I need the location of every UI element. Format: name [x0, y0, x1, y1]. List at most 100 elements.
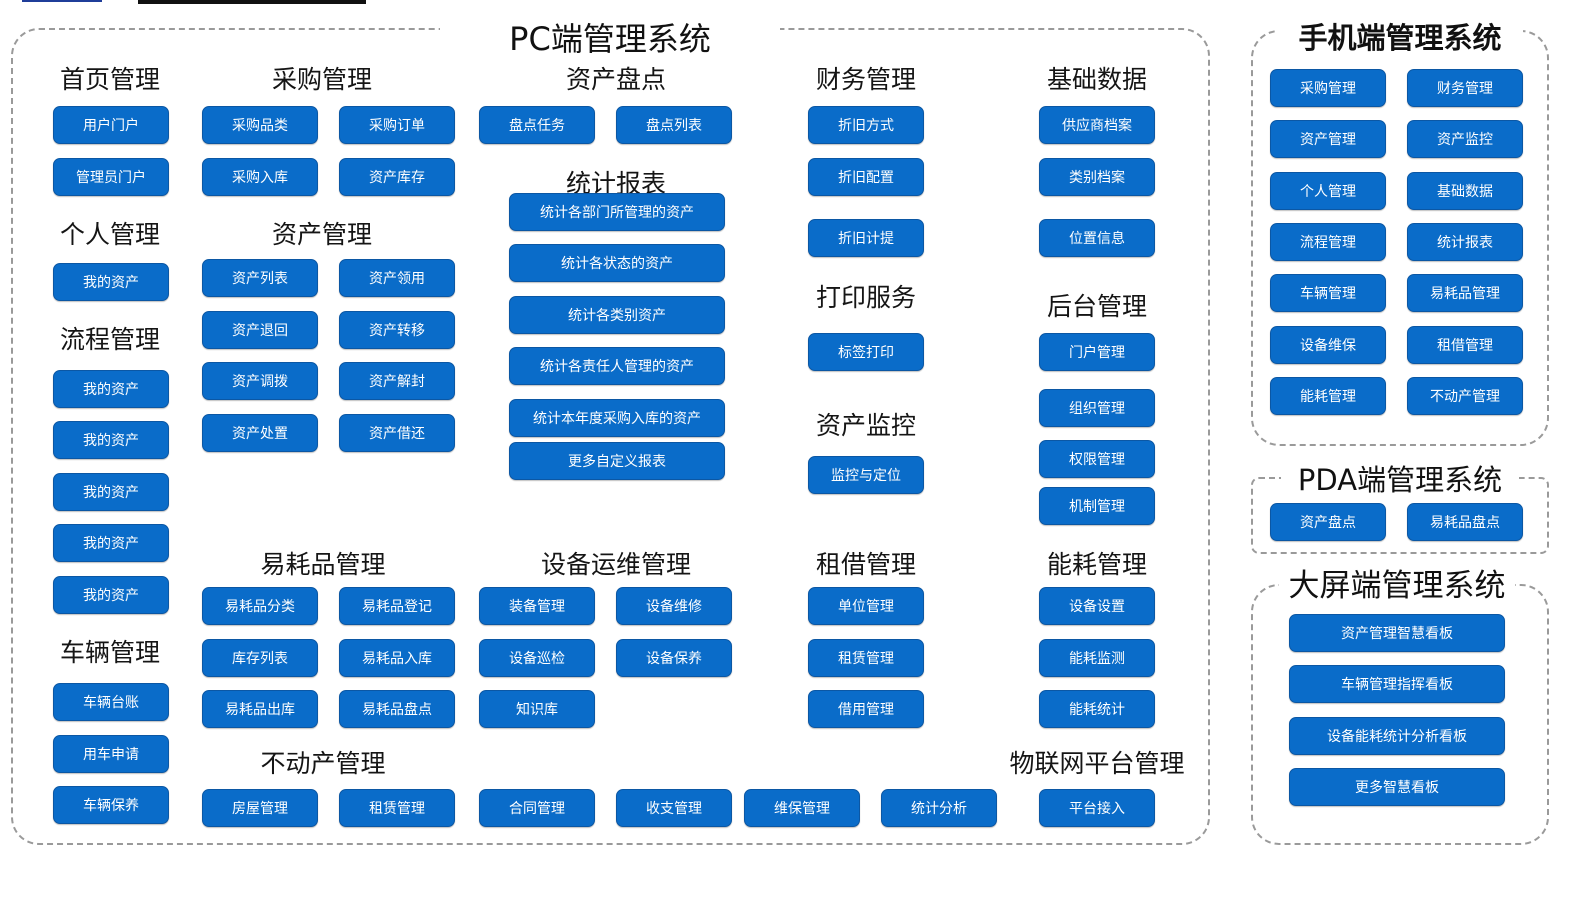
btn-inventory-list[interactable]: 盘点列表	[616, 106, 732, 144]
btn-location-info[interactable]: 位置信息	[1039, 219, 1155, 257]
btn-asset-borrow[interactable]: 资产借还	[339, 414, 455, 452]
btn-category-archive[interactable]: 类别档案	[1039, 158, 1155, 196]
btn-stat-analysis[interactable]: 统计分析	[881, 789, 997, 827]
btn-energy-monitor[interactable]: 能耗监测	[1039, 639, 1155, 677]
header-title-clipped-strip	[138, 0, 366, 4]
btn-process-item[interactable]: 我的资产	[53, 370, 169, 408]
btn-report-custom[interactable]: 更多自定义报表	[509, 442, 725, 480]
btn-purchase-order[interactable]: 采购订单	[339, 106, 455, 144]
group-title-backend: 后台管理	[1046, 292, 1147, 321]
btn-finance-flow[interactable]: 收支管理	[616, 789, 732, 827]
btn-purchase-category[interactable]: 采购品类	[202, 106, 318, 144]
btn-equipment-maintain[interactable]: 设备保养	[616, 639, 732, 677]
btn-lease-manage[interactable]: 租赁管理	[808, 639, 924, 677]
mobile-system-title: 手机端管理系统	[1277, 15, 1523, 57]
btn-knowledge-base[interactable]: 知识库	[479, 690, 595, 728]
btn-process-item[interactable]: 我的资产	[53, 576, 169, 614]
btn-equipment-patrol[interactable]: 设备巡检	[479, 639, 595, 677]
mobile-btn-monitor[interactable]: 资产监控	[1407, 120, 1523, 158]
group-title-finance: 财务管理	[815, 65, 916, 94]
group-title-vehicle: 车辆管理	[59, 638, 160, 667]
btn-process-item[interactable]: 我的资产	[53, 421, 169, 459]
btn-process-item[interactable]: 我的资产	[53, 524, 169, 562]
mobile-btn-report[interactable]: 统计报表	[1407, 223, 1523, 261]
mobile-btn-consumable[interactable]: 易耗品管理	[1407, 274, 1523, 312]
group-title-process: 流程管理	[59, 325, 160, 354]
btn-vehicle-apply[interactable]: 用车申请	[53, 735, 169, 773]
btn-depreciation-accrual[interactable]: 折旧计提	[808, 219, 924, 257]
group-title-iot: 物联网平台管理	[1009, 749, 1185, 778]
btn-platform-access[interactable]: 平台接入	[1039, 789, 1155, 827]
btn-borrow-manage[interactable]: 借用管理	[808, 690, 924, 728]
bigscreen-btn-more-boards[interactable]: 更多智慧看板	[1289, 768, 1505, 806]
btn-org-manage[interactable]: 组织管理	[1039, 389, 1155, 427]
btn-portal-manage[interactable]: 门户管理	[1039, 333, 1155, 371]
btn-asset-receive[interactable]: 资产领用	[339, 259, 455, 297]
mobile-btn-process[interactable]: 流程管理	[1270, 223, 1386, 261]
group-title-basic: 基础数据	[1046, 65, 1147, 94]
btn-equipment-repair[interactable]: 设备维修	[616, 587, 732, 625]
header-accent-bar	[22, 0, 102, 2]
mobile-btn-realestate[interactable]: 不动产管理	[1407, 377, 1523, 415]
btn-unit-manage[interactable]: 单位管理	[808, 587, 924, 625]
btn-personal-my-assets[interactable]: 我的资产	[53, 263, 169, 301]
mobile-btn-lease[interactable]: 租借管理	[1407, 326, 1523, 364]
btn-report-category[interactable]: 统计各类别资产	[509, 296, 725, 334]
btn-stock-list[interactable]: 库存列表	[202, 639, 318, 677]
btn-asset-unseal[interactable]: 资产解封	[339, 362, 455, 400]
group-title-inventory: 资产盘点	[565, 65, 666, 94]
btn-rental-manage[interactable]: 租赁管理	[339, 789, 455, 827]
mobile-btn-basic[interactable]: 基础数据	[1407, 172, 1523, 210]
mobile-btn-finance[interactable]: 财务管理	[1407, 69, 1523, 107]
mobile-btn-asset[interactable]: 资产管理	[1270, 120, 1386, 158]
btn-label-print[interactable]: 标签打印	[808, 333, 924, 371]
btn-purchase-inbound[interactable]: 采购入库	[202, 158, 318, 196]
group-title-print: 打印服务	[815, 283, 916, 312]
btn-report-owner[interactable]: 统计各责任人管理的资产	[509, 347, 725, 385]
btn-monitor-locate[interactable]: 监控与定位	[808, 456, 924, 494]
mobile-btn-equipment[interactable]: 设备维保	[1270, 326, 1386, 364]
group-title-purchase: 采购管理	[271, 65, 372, 94]
btn-upkeep-manage[interactable]: 维保管理	[744, 789, 860, 827]
pda-btn-asset-inventory[interactable]: 资产盘点	[1270, 503, 1386, 541]
btn-vehicle-maintain[interactable]: 车辆保养	[53, 786, 169, 824]
btn-asset-transfer[interactable]: 资产转移	[339, 311, 455, 349]
btn-equipment-manage[interactable]: 装备管理	[479, 587, 595, 625]
mobile-btn-purchase[interactable]: 采购管理	[1270, 69, 1386, 107]
mobile-btn-energy[interactable]: 能耗管理	[1270, 377, 1386, 415]
mobile-btn-personal[interactable]: 个人管理	[1270, 172, 1386, 210]
btn-depreciation-method[interactable]: 折旧方式	[808, 106, 924, 144]
btn-consumable-inventory[interactable]: 易耗品盘点	[339, 690, 455, 728]
btn-asset-list[interactable]: 资产列表	[202, 259, 318, 297]
btn-asset-allocate[interactable]: 资产调拨	[202, 362, 318, 400]
bigscreen-btn-vehicle-board[interactable]: 车辆管理指挥看板	[1289, 665, 1505, 703]
btn-mechanism-manage[interactable]: 机制管理	[1039, 487, 1155, 525]
pda-btn-consumable-inventory[interactable]: 易耗品盘点	[1407, 503, 1523, 541]
btn-permission-manage[interactable]: 权限管理	[1039, 440, 1155, 478]
btn-report-department[interactable]: 统计各部门所管理的资产	[509, 193, 725, 231]
btn-consumable-inbound[interactable]: 易耗品入库	[339, 639, 455, 677]
mobile-btn-vehicle[interactable]: 车辆管理	[1270, 274, 1386, 312]
btn-vehicle-ledger[interactable]: 车辆台账	[53, 683, 169, 721]
btn-report-annual-purchase[interactable]: 统计本年度采购入库的资产	[509, 399, 725, 437]
btn-consumable-register[interactable]: 易耗品登记	[339, 587, 455, 625]
btn-depreciation-config[interactable]: 折旧配置	[808, 158, 924, 196]
btn-contract-manage[interactable]: 合同管理	[479, 789, 595, 827]
btn-device-setting[interactable]: 设备设置	[1039, 587, 1155, 625]
btn-user-portal[interactable]: 用户门户	[53, 106, 169, 144]
btn-asset-stock[interactable]: 资产库存	[339, 158, 455, 196]
btn-house-manage[interactable]: 房屋管理	[202, 789, 318, 827]
btn-consumable-outbound[interactable]: 易耗品出库	[202, 690, 318, 728]
btn-asset-return[interactable]: 资产退回	[202, 311, 318, 349]
btn-process-item[interactable]: 我的资产	[53, 473, 169, 511]
btn-supplier-archive[interactable]: 供应商档案	[1039, 106, 1155, 144]
btn-inventory-task[interactable]: 盘点任务	[479, 106, 595, 144]
btn-energy-stats[interactable]: 能耗统计	[1039, 690, 1155, 728]
bigscreen-btn-asset-board[interactable]: 资产管理智慧看板	[1289, 614, 1505, 652]
btn-admin-portal[interactable]: 管理员门户	[53, 158, 169, 196]
btn-asset-dispose[interactable]: 资产处置	[202, 414, 318, 452]
pc-system-title: PC端管理系统	[440, 14, 780, 60]
bigscreen-btn-energy-board[interactable]: 设备能耗统计分析看板	[1289, 717, 1505, 755]
btn-report-status[interactable]: 统计各状态的资产	[509, 244, 725, 282]
btn-consumable-category[interactable]: 易耗品分类	[202, 587, 318, 625]
